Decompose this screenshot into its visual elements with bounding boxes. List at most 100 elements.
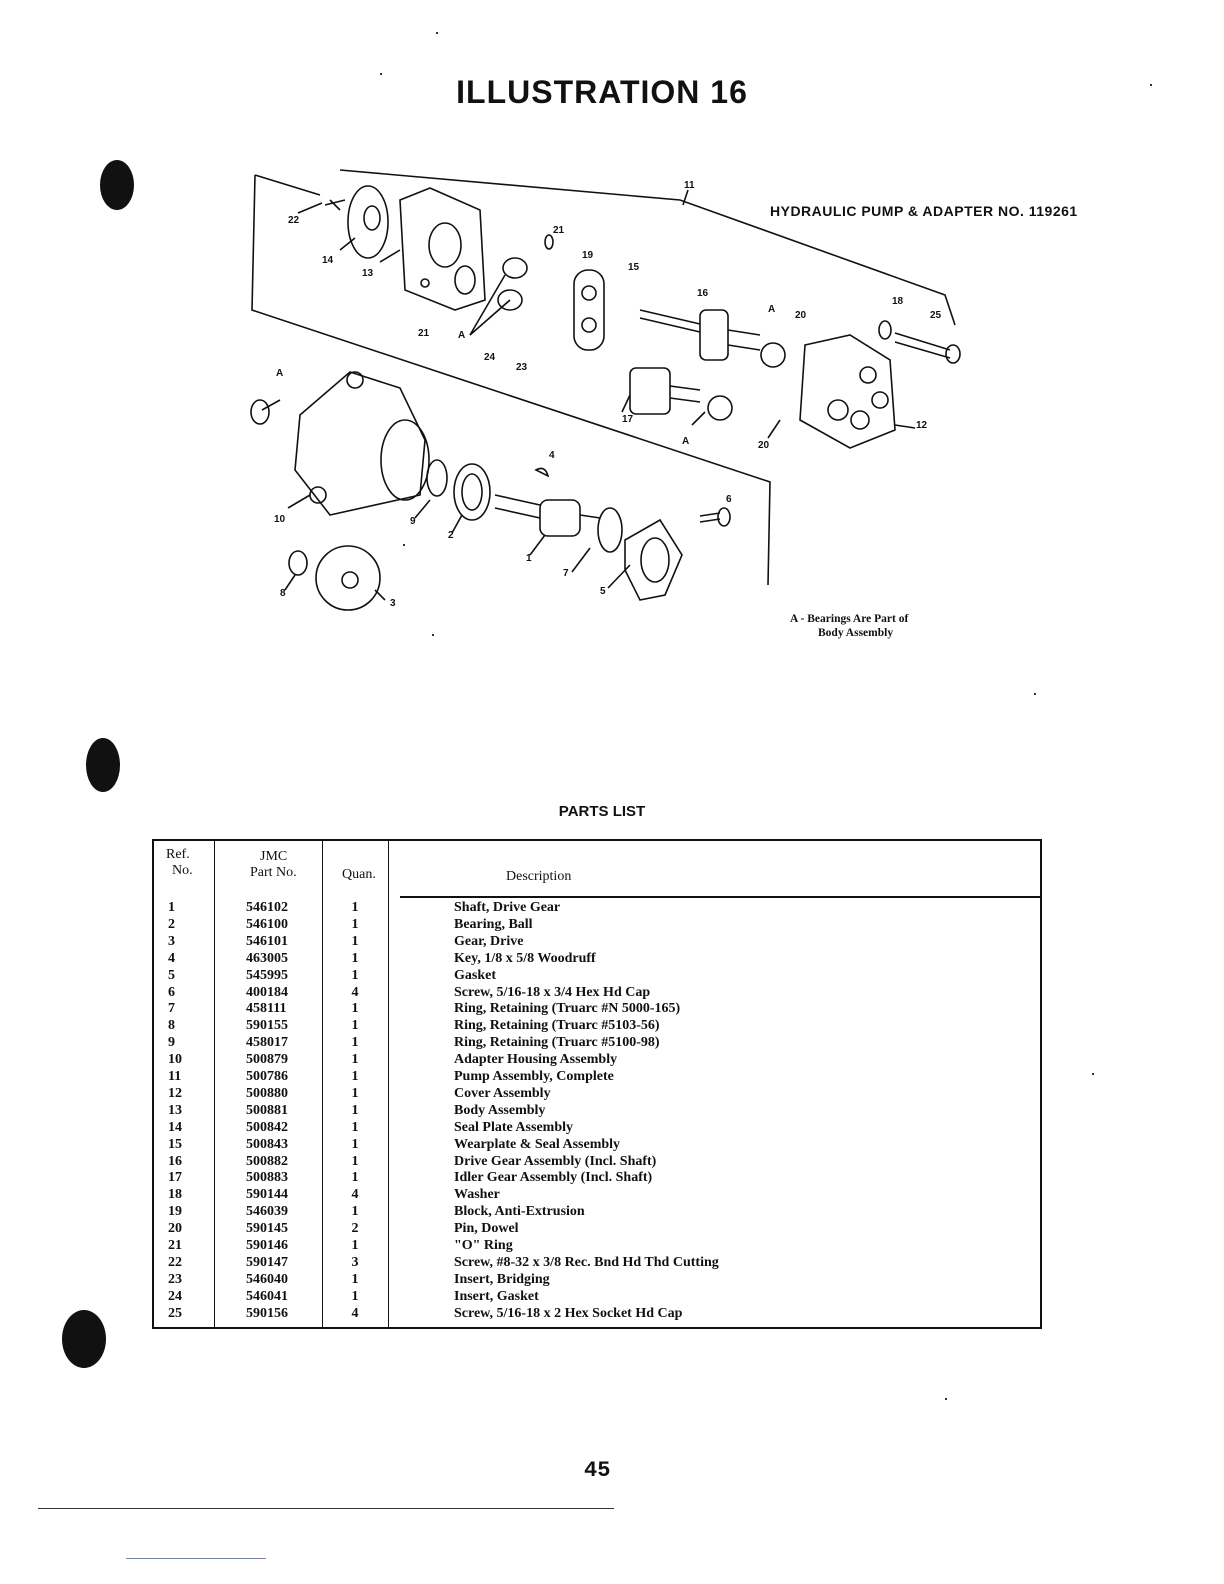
description-cell: Insert, Gasket — [454, 1288, 539, 1304]
description-cell: Ring, Retaining (Truarc #5100-98) — [454, 1035, 660, 1051]
bearing-note-line2: Body Assembly — [818, 627, 894, 639]
part-number-cell: 546041 — [246, 1288, 288, 1304]
ref-cell: 21 — [168, 1238, 182, 1253]
ref-cell: 10 — [168, 1052, 182, 1068]
part-number-cell: 500882 — [246, 1153, 288, 1169]
callout-label: 20 — [795, 310, 807, 321]
quantity-cell: 1 — [351, 900, 359, 915]
scan-speck — [380, 73, 382, 75]
callout-label: 22 — [288, 215, 300, 226]
quantity-cell: 4 — [351, 1305, 359, 1321]
part-number-cell: 546100 — [246, 916, 288, 932]
part-number-cell: 500842 — [246, 1119, 288, 1135]
part-number-cell: 500843 — [246, 1136, 288, 1152]
exploded-parts-diagram — [250, 169, 961, 611]
ref-cell: 7 — [168, 1001, 175, 1017]
description-cell: Seal Plate Assembly — [454, 1119, 573, 1135]
diagram-heading: HYDRAULIC PUMP & ADAPTER NO. 119261 — [770, 203, 1078, 219]
description-cell: Drive Gear Assembly (Incl. Shaft) — [454, 1153, 657, 1169]
quantity-cell: 1 — [351, 1271, 359, 1287]
callout-label: 25 — [930, 310, 942, 321]
ref-cell: 2 — [168, 916, 175, 932]
scan-speck — [945, 1398, 947, 1400]
part-number-cell: 545995 — [246, 967, 288, 983]
quantity-cell: 1 — [351, 1052, 359, 1068]
ref-cell: 23 — [168, 1271, 182, 1287]
header-ref-line2: No. — [172, 863, 193, 878]
quantity-cell: 1 — [351, 1153, 359, 1169]
ref-cell: 9 — [168, 1035, 175, 1051]
quantity-cell: 1 — [351, 950, 359, 966]
callout-label: 3 — [390, 598, 396, 609]
quantity-cell: 1 — [351, 1204, 359, 1220]
callout-label: 8 — [280, 588, 286, 599]
quantity-cell: 2 — [351, 1221, 359, 1237]
callout-label: 19 — [582, 250, 594, 261]
ref-cell: 25 — [168, 1305, 182, 1321]
ref-cell: 5 — [168, 967, 175, 983]
punch-hole — [100, 160, 134, 210]
callout-label: 16 — [697, 288, 709, 299]
ref-cell: 3 — [168, 933, 175, 949]
quantity-cell: 1 — [351, 967, 359, 983]
part-number-cell: 500880 — [246, 1085, 288, 1101]
description-cell: Screw, #8-32 x 3/8 Rec. Bnd Hd Thd Cutti… — [454, 1254, 719, 1270]
callout-label: 12 — [916, 420, 928, 431]
callout-label: 5 — [600, 586, 606, 597]
description-cell: Pin, Dowel — [454, 1221, 519, 1237]
quantity-cell: 1 — [351, 1069, 359, 1084]
scan-speck — [1150, 84, 1152, 86]
header-rule — [400, 896, 1040, 898]
page-number: 45 — [584, 1458, 611, 1483]
quantity-cell: 1 — [351, 916, 359, 932]
description-cell: Block, Anti-Extrusion — [454, 1204, 585, 1220]
callout-label: A — [768, 304, 776, 315]
part-number-cell: 546102 — [246, 900, 288, 915]
description-cell: "O" Ring — [454, 1238, 513, 1253]
description-cell: Gasket — [454, 967, 496, 983]
description-cell: Gear, Drive — [454, 933, 524, 949]
punch-hole — [86, 738, 120, 792]
quantity-cell: 1 — [351, 1170, 359, 1186]
ref-cell: 13 — [168, 1102, 182, 1118]
part-number-cell: 500881 — [246, 1102, 288, 1118]
callout-label: 15 — [628, 262, 640, 273]
ref-cell: 22 — [168, 1254, 182, 1270]
ref-cell: 20 — [168, 1221, 182, 1237]
description-cell: Key, 1/8 x 5/8 Woodruff — [454, 950, 596, 966]
ref-cell: 16 — [168, 1153, 182, 1169]
description-cell: Screw, 5/16-18 x 2 Hex Socket Hd Cap — [454, 1305, 683, 1321]
quantity-cell: 3 — [351, 1254, 359, 1270]
quantity-cell: 1 — [351, 1288, 359, 1304]
callout-label: A — [276, 368, 284, 379]
scan-speck — [1092, 1073, 1094, 1075]
callout-label: 17 — [622, 414, 634, 425]
part-number-cell: 463005 — [246, 950, 288, 966]
callout-label: 24 — [484, 352, 496, 363]
ref-cell: 8 — [168, 1018, 175, 1034]
ref-cell: 19 — [168, 1204, 182, 1220]
callout-label: 9 — [410, 516, 416, 527]
part-number-cell: 500879 — [246, 1052, 288, 1068]
callout-label: A — [458, 330, 466, 341]
quantity-cell: 1 — [351, 933, 359, 949]
quantity-cell: 1 — [351, 1102, 359, 1118]
description-cell: Screw, 5/16-18 x 3/4 Hex Hd Cap — [454, 984, 651, 1000]
ref-cell: 6 — [168, 984, 175, 1000]
callout-label: 21 — [553, 225, 565, 236]
